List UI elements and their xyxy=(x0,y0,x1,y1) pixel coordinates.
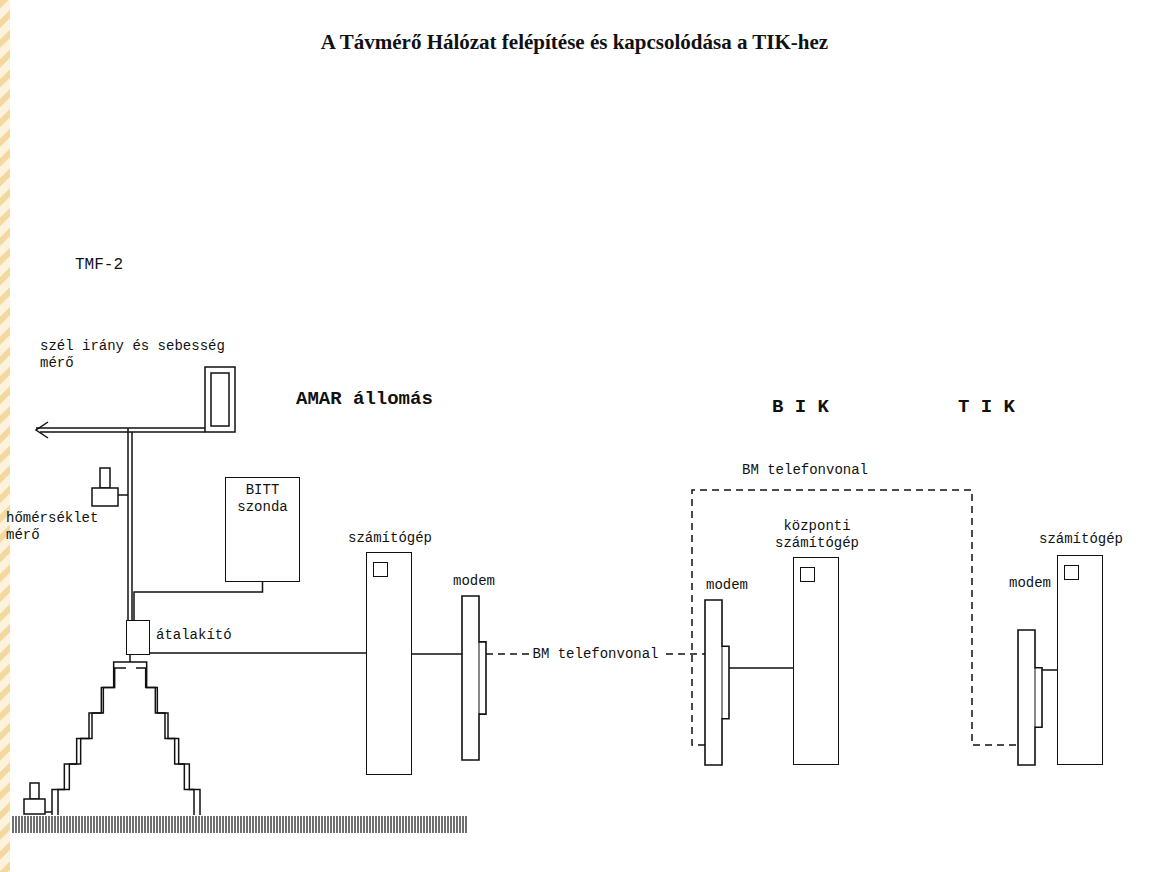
computer-box: központi számítógép xyxy=(793,557,839,765)
cable-line xyxy=(1042,669,1057,671)
node-text: számítógép xyxy=(348,530,432,547)
cable-line xyxy=(412,653,462,655)
node-text: központi számítógép xyxy=(758,518,876,552)
page-ground xyxy=(10,0,1149,872)
part-label: szél irány és sebesség mérő xyxy=(40,338,240,372)
part-label: AMAR állomás xyxy=(296,388,433,411)
modem-box: modem xyxy=(705,600,729,765)
cable-line xyxy=(729,667,793,669)
converter-box: átalakító xyxy=(126,620,150,655)
node-text: modem xyxy=(706,577,748,594)
ground-hatch xyxy=(12,816,468,833)
computer-box: számítógép xyxy=(366,552,412,775)
line-label: BM telefonvonal xyxy=(529,646,661,663)
part-label: B I K xyxy=(772,396,829,419)
phone-line xyxy=(692,490,1018,745)
modem-outline xyxy=(1018,630,1042,765)
probe-box: BITT szonda xyxy=(225,477,300,582)
screen-square xyxy=(373,562,388,577)
mast-base xyxy=(52,662,200,815)
node-text: átalakító xyxy=(156,627,232,644)
title: A Távmérő Hálózat felépítése és kapcsoló… xyxy=(0,30,1149,55)
modem-box: modem xyxy=(462,596,486,760)
screen-square xyxy=(1064,565,1079,580)
modem-box: modem xyxy=(1018,630,1042,765)
line-label: BM telefonvonal xyxy=(739,462,871,479)
node-text: modem xyxy=(453,573,495,590)
modem-outline xyxy=(462,596,486,760)
cable-line xyxy=(134,582,263,620)
ground-sensor xyxy=(24,783,52,814)
cable-line xyxy=(150,652,366,654)
temperature-sensor xyxy=(92,468,128,506)
part-label: hőmérséklet mérő xyxy=(6,510,106,544)
node-text: számítógép xyxy=(1039,531,1123,548)
part-label: TMF-2 xyxy=(75,256,123,275)
node-text: modem xyxy=(1009,575,1051,592)
part-label: T I K xyxy=(958,396,1015,419)
screen-square xyxy=(800,567,815,582)
wind-sensor xyxy=(36,367,235,438)
computer-box: számítógép xyxy=(1057,555,1103,765)
modem-outline xyxy=(705,600,729,765)
node-text: BITT szonda xyxy=(226,478,299,516)
